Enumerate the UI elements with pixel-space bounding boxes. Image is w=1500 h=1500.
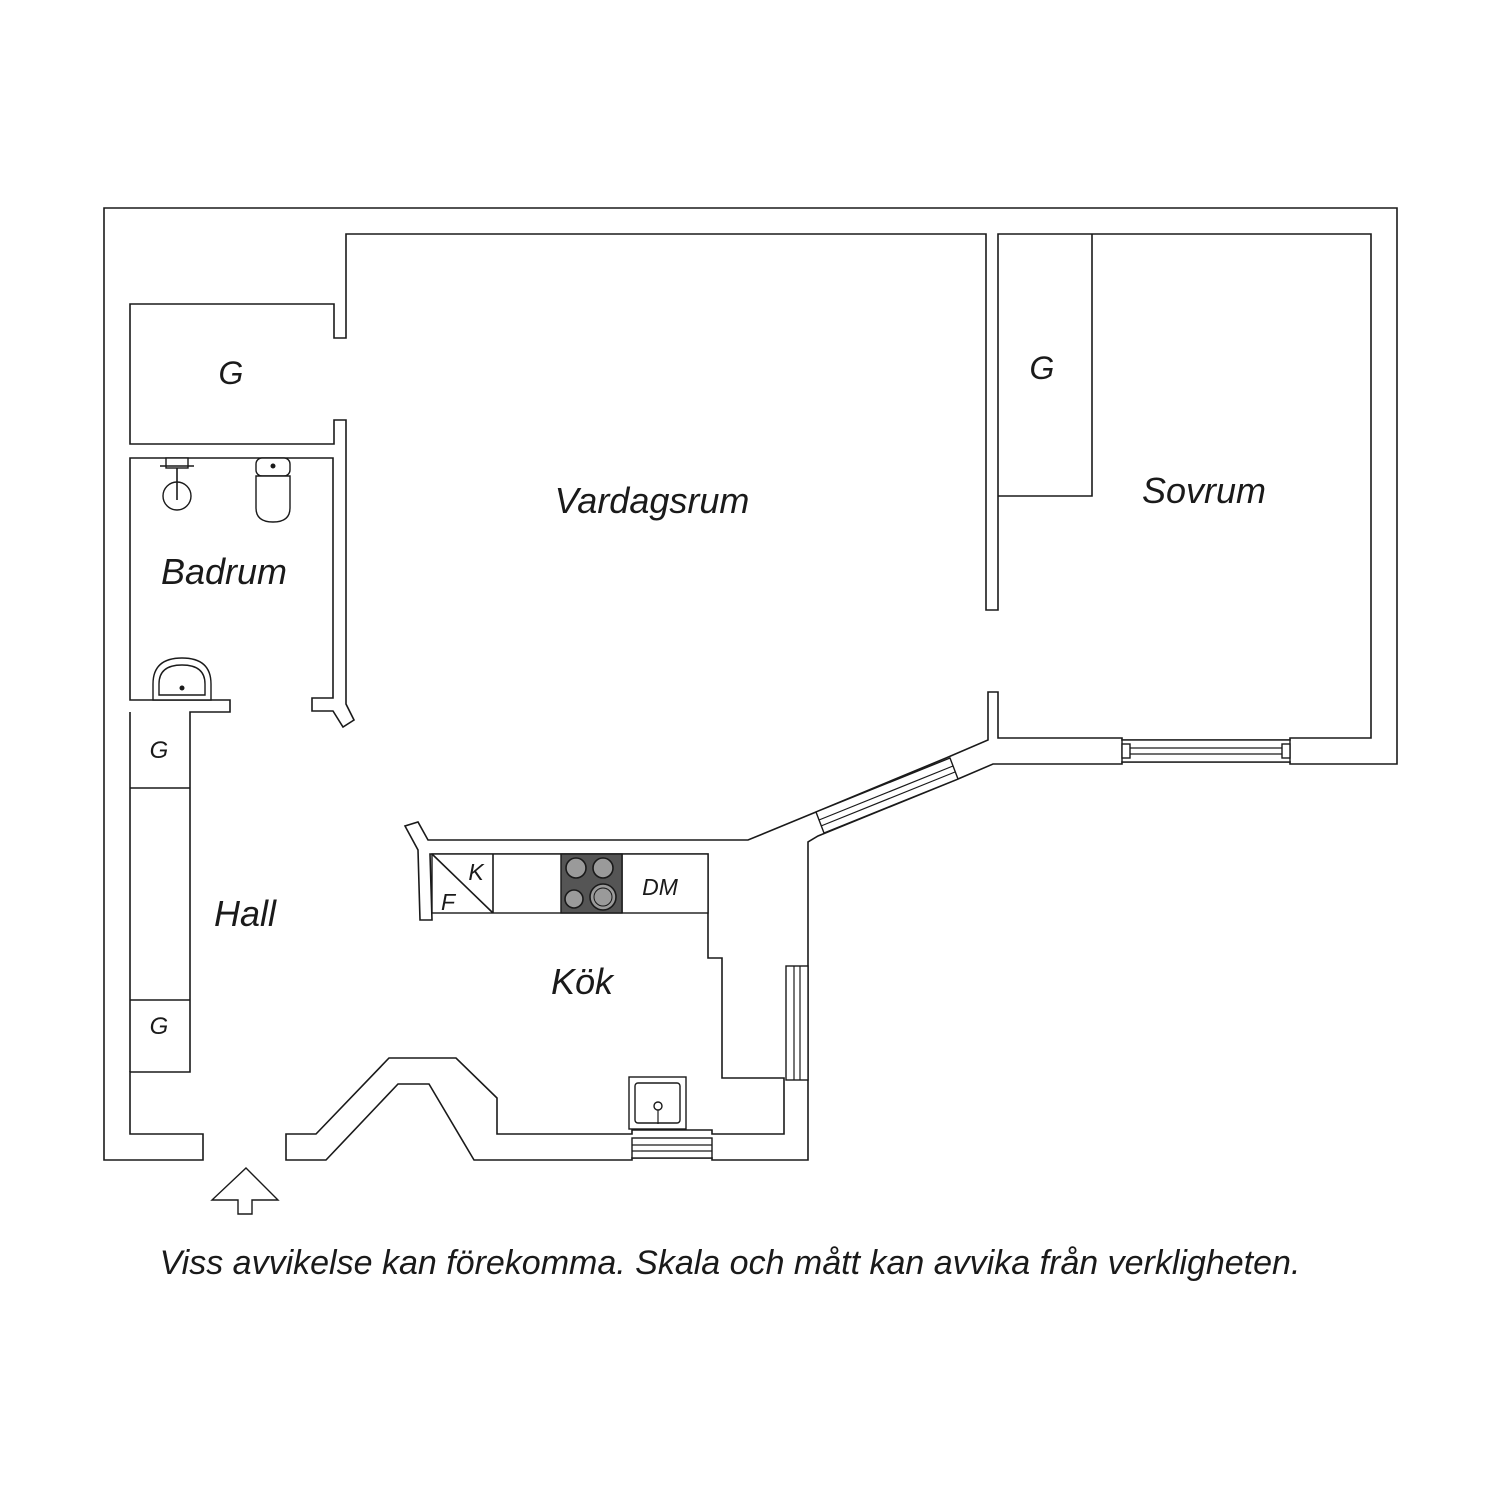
sovrum-closet-wall — [998, 234, 1093, 497]
disclaimer-text: Viss avvikelse kan förekomma. Skala och … — [159, 1244, 1301, 1282]
window-kok-bottom — [631, 1137, 713, 1159]
kitchen-sink — [628, 1076, 687, 1130]
washbasin-icon — [152, 657, 212, 701]
shower-icon — [160, 457, 194, 511]
storage-label-hall-lower: G — [150, 1013, 169, 1040]
storage-label-sovrum: G — [1030, 350, 1055, 386]
room-label-kok: Kök — [551, 961, 615, 1002]
window-vardagsrum — [815, 757, 959, 834]
room-label-badrum: Badrum — [161, 551, 287, 592]
entrance-arrow-icon — [210, 1167, 280, 1215]
storage-label-hall-upper: G — [150, 737, 169, 764]
outer-wall — [103, 207, 1398, 1161]
toilet-icon — [255, 457, 291, 523]
room-label-hall: Hall — [214, 893, 277, 934]
stove — [560, 853, 623, 914]
window-sovrum — [1121, 739, 1291, 763]
room-label-vardagsrum: Vardagsrum — [555, 480, 750, 521]
storage-label-hall-top: G — [219, 355, 244, 391]
appliance-label-kyl: K — [468, 859, 485, 885]
appliance-label-diskmaskin: DM — [642, 874, 679, 900]
room-label-sovrum: Sovrum — [1142, 470, 1266, 511]
appliance-label-frys: F — [441, 889, 457, 915]
window-kok-side — [785, 965, 809, 1081]
